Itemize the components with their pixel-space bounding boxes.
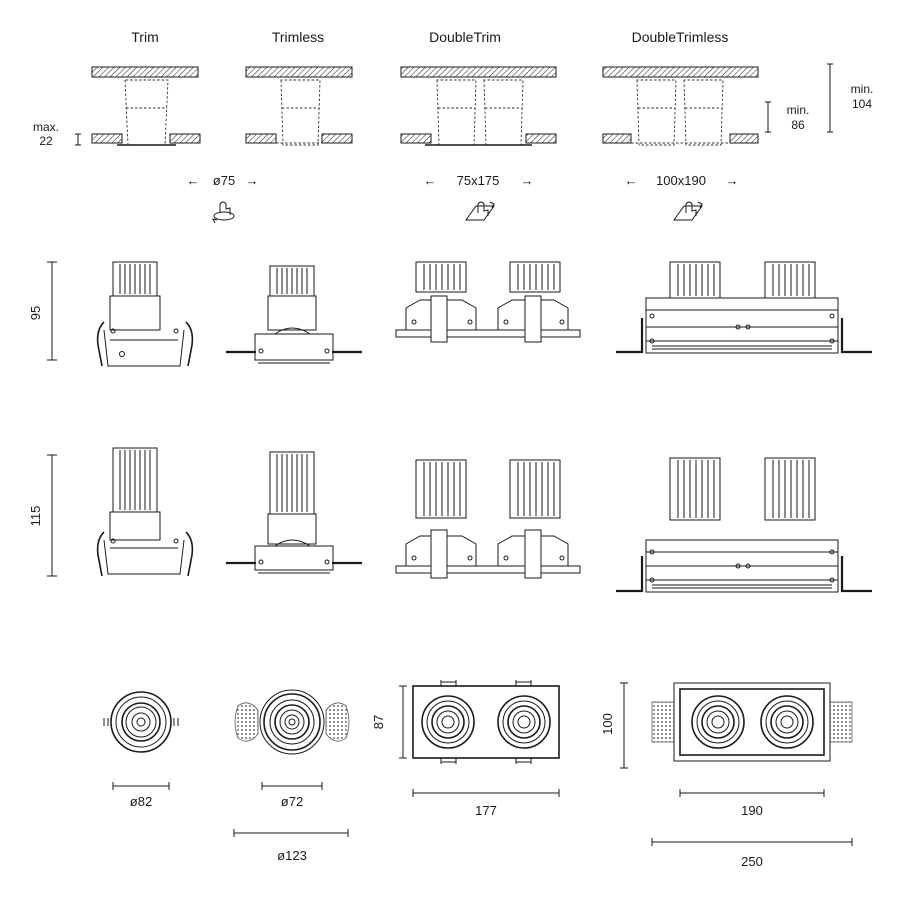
double-trimless-height: 100 <box>600 713 615 735</box>
height-dim-115: 115 <box>28 454 57 577</box>
section-double-trimless <box>602 66 759 146</box>
tilt-icon <box>673 201 703 221</box>
plan-view-trim: ø82 <box>103 691 179 809</box>
svg-text:←: ← <box>187 173 200 188</box>
min-a-label: min. <box>787 103 810 117</box>
svg-text:→: → <box>246 173 259 188</box>
side-view-double-trimless-95 <box>616 261 872 354</box>
height-115-value: 115 <box>28 506 43 527</box>
plan-view-double-trim: 87 177 <box>371 680 560 818</box>
trim-diameter: ø82 <box>130 794 152 809</box>
header-double-trimless: DoubleTrimless <box>632 29 729 45</box>
header-trim: Trim <box>131 29 158 45</box>
dim-min-86: min. 86 <box>765 101 810 133</box>
dim-min-104: min. 104 <box>827 63 874 133</box>
plan-view-trimless: ø72 ø123 <box>233 689 350 863</box>
min-a-value: 86 <box>791 118 805 132</box>
cutout-double-trimless-value: 100x190 <box>656 173 706 188</box>
cutout-double-trimless: ← 100x190 → <box>625 173 739 188</box>
side-view-double-trim-115 <box>395 459 581 579</box>
double-trimless-outer-width: 250 <box>741 854 763 869</box>
side-view-trim-115 <box>96 447 194 577</box>
svg-text:→: → <box>521 173 534 188</box>
cutout-single: ← ø75 → <box>187 173 259 188</box>
plan-view-double-trimless: 100 190 250 <box>600 682 853 869</box>
side-view-trim-95 <box>96 261 194 367</box>
header-trimless: Trimless <box>272 29 324 45</box>
height-dim-95: 95 <box>28 261 57 361</box>
section-trim <box>91 66 201 146</box>
dim-max-22: max. 22 <box>33 120 81 148</box>
double-trim-width: 177 <box>475 803 497 818</box>
min-b-value: 104 <box>852 97 872 111</box>
max-value: 22 <box>39 134 53 148</box>
min-b-label: min. <box>851 82 874 96</box>
height-95-value: 95 <box>28 306 43 320</box>
svg-text:←: ← <box>424 173 437 188</box>
max-label: max. <box>33 120 59 134</box>
section-trimless <box>245 66 353 146</box>
tilt-icon <box>465 201 495 221</box>
side-view-trimless-95 <box>226 265 362 364</box>
side-view-trimless-115 <box>226 451 362 574</box>
side-view-double-trim-95 <box>395 261 581 343</box>
side-view-double-trimless-115 <box>616 457 872 593</box>
svg-text:→: → <box>726 173 739 188</box>
trimless-inner-diameter: ø72 <box>281 794 303 809</box>
cutout-double-trim: ← 75x175 → <box>424 173 534 188</box>
cutout-double-trim-value: 75x175 <box>457 173 500 188</box>
header-double-trim: DoubleTrim <box>429 29 501 45</box>
trimless-outer-diameter: ø123 <box>277 848 307 863</box>
svg-text:←: ← <box>625 173 638 188</box>
section-double-trim <box>400 66 557 146</box>
rotate-icon <box>212 201 235 224</box>
double-trimless-width: 190 <box>741 803 763 818</box>
double-trim-height: 87 <box>371 715 386 729</box>
cutout-single-value: ø75 <box>213 173 235 188</box>
